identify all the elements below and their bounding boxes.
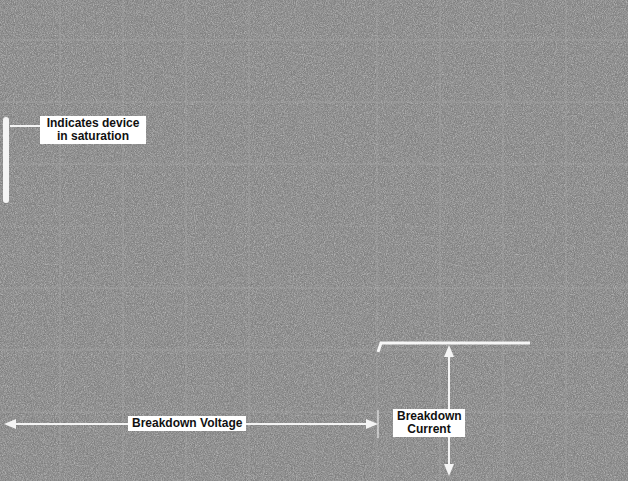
dimension-label: Breakdown Voltage [128,416,246,431]
saturation-bar [3,117,9,203]
label-text: Breakdown Voltage [132,417,242,430]
trace-line [378,343,530,352]
leader-line [10,125,40,127]
voltage-arrow [4,410,378,438]
label-text: Breakdown Current [397,410,461,436]
callout-box: Indicates device in saturation [40,116,146,144]
dimension-label: Breakdown Current [393,409,465,437]
label-text: Indicates device in saturation [44,117,142,143]
